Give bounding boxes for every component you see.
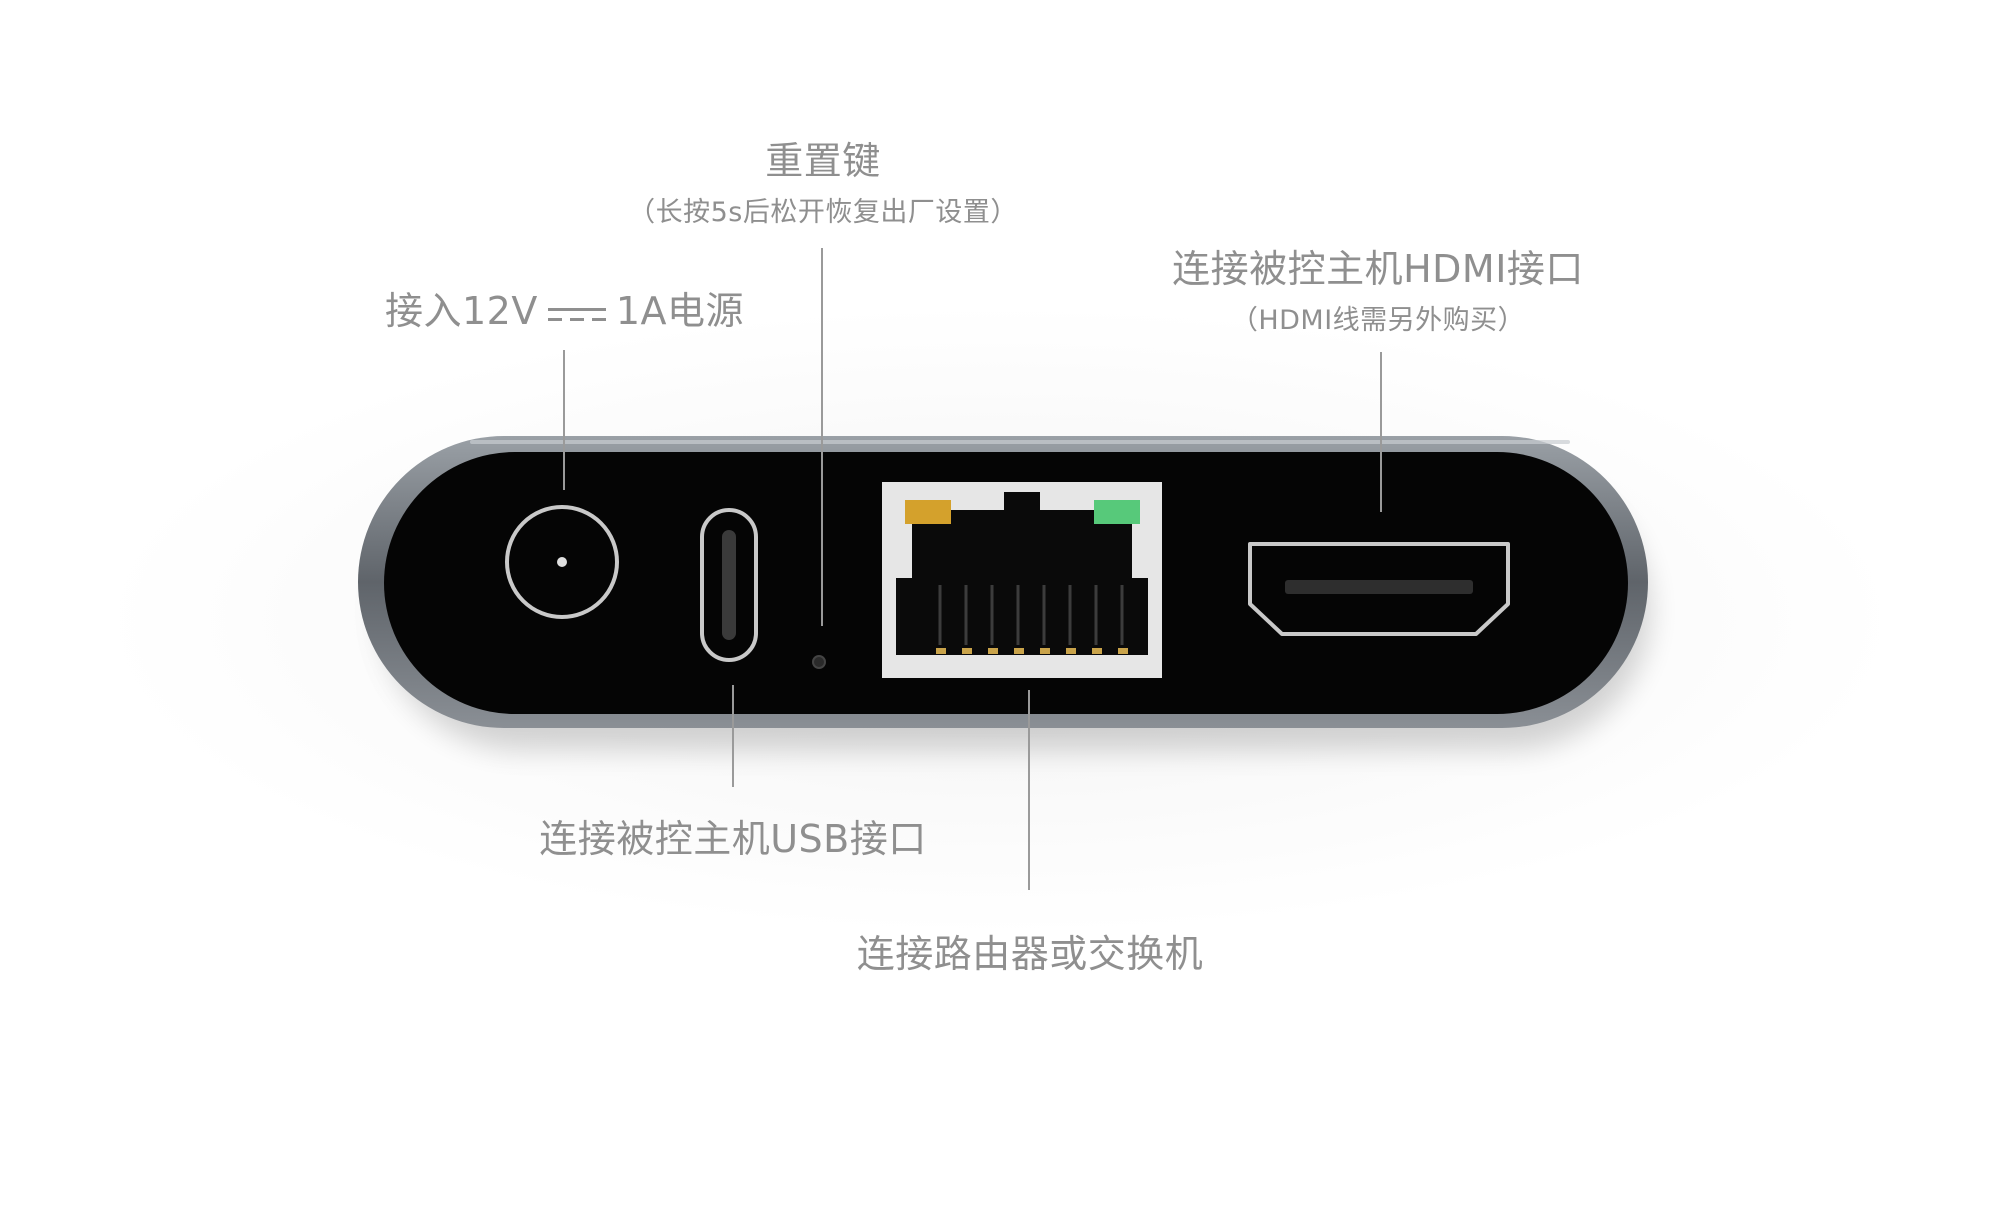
reset-pinhole-icon bbox=[812, 655, 826, 669]
usb-port-label: 连接被控主机USB接口 bbox=[539, 817, 927, 861]
led-green bbox=[1094, 500, 1140, 524]
power-input-label: 接入12V 1A电源 bbox=[385, 280, 744, 335]
hdmi-port-label: 连接被控主机HDMI接口 bbox=[1172, 247, 1584, 291]
leader-line-hdmi bbox=[1380, 352, 1382, 512]
reset-button-note: （长按5s后松开恢复出厂设置） bbox=[628, 197, 1018, 228]
reset-button-label: 重置键 bbox=[765, 139, 881, 183]
power-input-suffix: 1A电源 bbox=[615, 289, 745, 333]
rj45-port-icon bbox=[882, 482, 1162, 678]
power-input-prefix: 接入12V bbox=[385, 289, 538, 333]
dc-voltage-symbol-icon bbox=[547, 303, 606, 325]
leader-line-usb bbox=[732, 685, 734, 787]
hdmi-port-note: （HDMI线需另外购买） bbox=[1230, 305, 1526, 336]
leader-line-power bbox=[563, 350, 565, 490]
leader-line-ethernet bbox=[1028, 690, 1030, 890]
ethernet-port-label: 连接路由器或交换机 bbox=[856, 932, 1204, 976]
leader-line-reset bbox=[821, 248, 823, 626]
power-jack-icon bbox=[505, 505, 619, 619]
usb-c-port-icon bbox=[700, 508, 758, 662]
led-amber bbox=[905, 500, 951, 524]
hdmi-port-icon bbox=[1248, 542, 1510, 636]
